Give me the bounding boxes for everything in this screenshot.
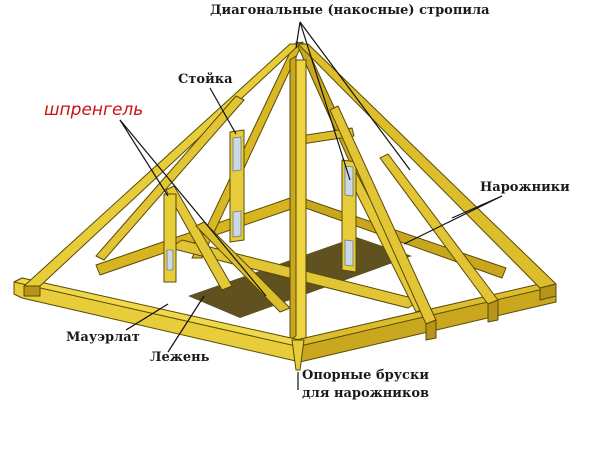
post-left-plate: [232, 136, 242, 172]
hip-rafter-right-side: [539, 283, 557, 301]
center-post-side: [289, 55, 297, 341]
support-bar: [291, 339, 305, 371]
label-strut: шпренгель: [44, 100, 144, 120]
post-right-plate-lower: [344, 239, 354, 267]
jack-rafter-left: [95, 95, 245, 261]
label-sill-beam: Лежень: [150, 350, 210, 365]
hip-rafter-left-side: [23, 285, 41, 297]
jack-rafter-2-end: [425, 319, 437, 341]
label-post: Стойка: [178, 72, 233, 87]
leader-diagonal-3: [299, 21, 351, 181]
label-jack-rafters: Нарожники: [480, 180, 570, 195]
strut-left: [165, 185, 233, 291]
post-right-plate: [344, 165, 354, 197]
leader-diagonal-2: [299, 21, 411, 171]
leader-jack-2: [403, 195, 503, 245]
post-left-plate-lower: [232, 210, 242, 238]
leader-diagonal-1: [295, 21, 301, 49]
leader-wall-plate: [125, 303, 169, 331]
jack-rafter-1-end: [487, 299, 499, 323]
leader-sill: [167, 295, 205, 353]
leader-strut-1: [119, 119, 169, 197]
leader-strut-2: [119, 119, 267, 297]
label-support-bars-line1: Опорные бруски: [302, 368, 429, 383]
leader-post: [209, 87, 237, 135]
label-support-bars-line2: для нарожников: [302, 386, 430, 401]
label-diagonal-rafters: Диагональные (накосные) стропила: [210, 3, 490, 18]
label-wall-plate: Мауэрлат: [66, 330, 140, 345]
post-small-left-plate: [166, 249, 174, 271]
